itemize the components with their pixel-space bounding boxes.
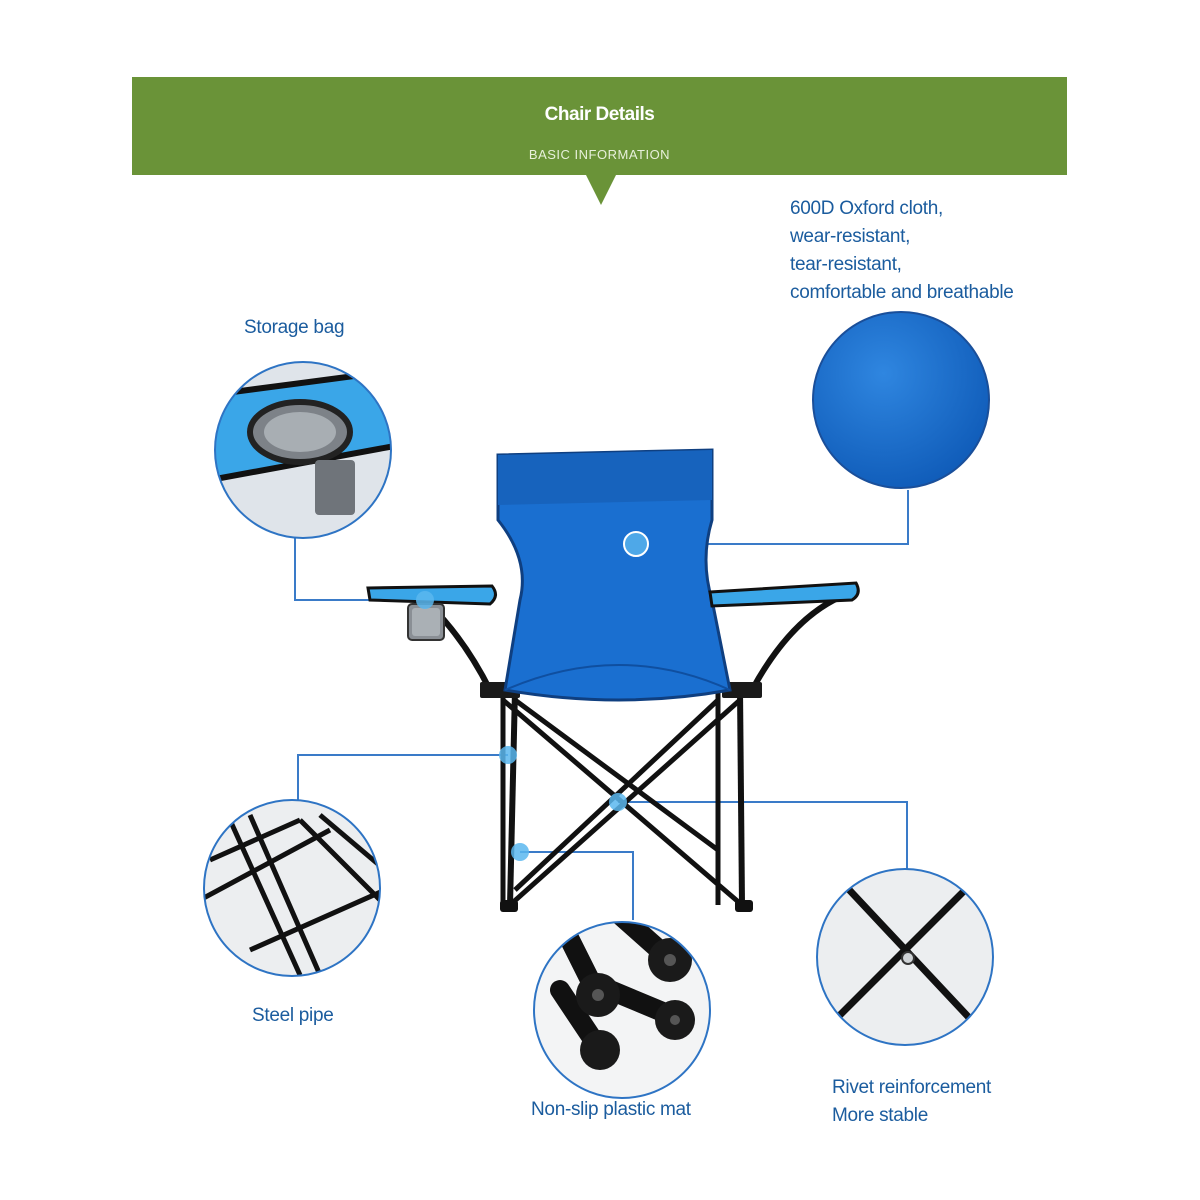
storage-bag-label: Storage bag <box>244 317 345 338</box>
steel-pipe-detail <box>203 799 381 977</box>
header-banner: Chair Details BASIC INFORMATION <box>132 77 1067 175</box>
steel-pipe-label: Steel pipe <box>252 1005 334 1026</box>
chair <box>366 448 860 912</box>
fabric-detail <box>812 311 990 489</box>
fabric-label-line-2: wear-resistant, <box>790 226 911 247</box>
highlight-dots <box>416 531 649 861</box>
mat-detail <box>533 921 711 1099</box>
banner-title: Chair Details <box>544 104 655 125</box>
rivet-detail <box>816 868 994 1046</box>
rivet-label-line-1: Rivet reinforcement <box>832 1077 992 1098</box>
storage-bag-detail <box>214 361 392 539</box>
fabric-label: 600D Oxford cloth, wear-resistant, tear-… <box>790 195 1014 307</box>
non-slip-mat-label: Non-slip plastic mat <box>531 1099 691 1120</box>
fabric-label-line-1: 600D Oxford cloth, <box>790 198 944 219</box>
banner-pointer <box>586 175 616 205</box>
fabric-label-line-3: tear-resistant, <box>790 254 902 275</box>
fabric-label-line-4: comfortable and breathable <box>790 282 1014 303</box>
banner-subtitle: BASIC INFORMATION <box>528 147 671 162</box>
rivet-label-line-2: More stable <box>832 1105 928 1126</box>
rivet-label: Rivet reinforcement More stable <box>832 1074 991 1130</box>
